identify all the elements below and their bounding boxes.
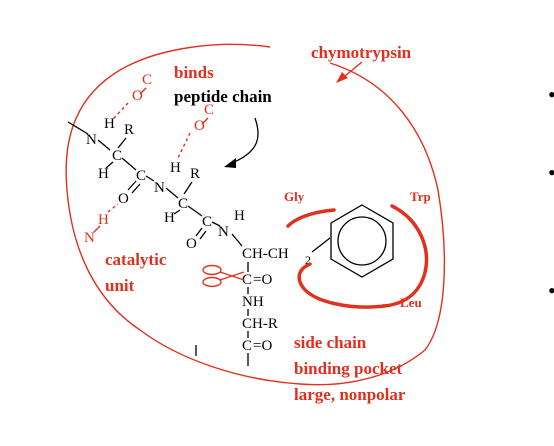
binding-arrowhead — [224, 158, 236, 168]
trp-label: Trp — [410, 189, 431, 204]
red-atom-o2: O — [194, 118, 205, 134]
chymotrypsin-label: chymotrypsin — [311, 43, 412, 62]
atom-c5: C — [242, 272, 252, 288]
scissors-icon — [202, 264, 245, 288]
hbond-2 — [177, 132, 191, 159]
atom-sub2: 2 — [305, 253, 311, 267]
atom-chr: CH-R — [242, 316, 278, 332]
peptide-chain-label: peptide chain — [174, 87, 272, 106]
bond-n2-c3 — [165, 187, 179, 199]
pocket-trp-wall — [382, 204, 429, 308]
atom-h4: H — [164, 210, 175, 226]
catalytic-label: catalytic — [105, 250, 167, 269]
atom-chch2: CH-CH — [242, 246, 289, 262]
atom-eq-o2: =O — [253, 338, 272, 354]
binds-label: binds — [174, 63, 214, 82]
atom-n3: N — [218, 224, 229, 240]
bond-n3-ch — [231, 233, 243, 247]
red-atom-h: H — [98, 212, 109, 228]
bond-c3-r2 — [183, 181, 193, 195]
large-nonpolar-label: large, nonpolar — [294, 385, 406, 404]
red-atom-c2: C — [204, 102, 214, 118]
pocket-leu-wall — [297, 262, 386, 309]
bond-c4-o2 — [195, 227, 203, 237]
chymotrypsin-arrowhead — [336, 72, 348, 83]
binding-arrow — [231, 117, 259, 164]
bond-c3-c4 — [187, 205, 203, 217]
red-bond-1 — [139, 87, 147, 95]
unit-label: unit — [105, 276, 135, 295]
atom-h2: H — [98, 166, 109, 182]
bond-c2-o1-b — [131, 183, 141, 194]
bond-c4-n3 — [211, 221, 221, 227]
binding-pocket-label: binding pocket — [294, 359, 403, 378]
atom-r1: R — [124, 122, 134, 138]
atom-c4: C — [202, 214, 212, 230]
pocket-gly-wall — [286, 208, 336, 228]
red-atom-n: N — [84, 230, 95, 246]
atom-c2: C — [136, 168, 146, 184]
atom-h3: H — [170, 160, 181, 176]
chain-start-bond — [67, 121, 89, 135]
atom-nh: NH — [242, 294, 264, 310]
red-bond-nh — [93, 225, 101, 233]
bond-c1-c2 — [121, 157, 137, 171]
bond-c1-h2 — [105, 161, 114, 169]
bond-c4-o2-b — [199, 230, 207, 240]
atom-eq-o: =O — [253, 272, 272, 288]
red-atom-c1: C — [142, 72, 152, 88]
atom-o2: O — [186, 236, 197, 252]
atom-h5: H — [234, 208, 245, 224]
atom-o1: O — [118, 191, 129, 207]
red-atom-o1: O — [132, 88, 143, 104]
atom-r2: R — [190, 166, 200, 182]
gly-label: Gly — [284, 189, 305, 204]
atom-n2: N — [154, 180, 165, 196]
bond-c2-o1 — [127, 180, 137, 191]
red-bond-2 — [201, 117, 209, 125]
atom-c1: C — [112, 148, 122, 164]
enzyme-outline — [65, 43, 446, 386]
bond-c3-h4 — [173, 209, 181, 215]
atom-h1: H — [104, 116, 115, 132]
bullet-2: • — [548, 160, 554, 185]
bullet-3: • — [548, 278, 554, 303]
atom-n1: N — [86, 132, 97, 148]
hbond-3 — [107, 203, 119, 213]
bullet-1: • — [548, 82, 554, 107]
side-chain-label: side chain — [294, 333, 367, 352]
atom-c3: C — [178, 196, 188, 212]
bond-n1-c1 — [97, 139, 111, 151]
bond-c1-r1 — [117, 137, 127, 149]
atom-c6: C — [242, 338, 252, 354]
benzene-ring — [330, 204, 394, 278]
bond-ch2-ring — [311, 237, 331, 253]
bond-c2-n2 — [145, 175, 155, 182]
hbond-1 — [111, 102, 129, 121]
